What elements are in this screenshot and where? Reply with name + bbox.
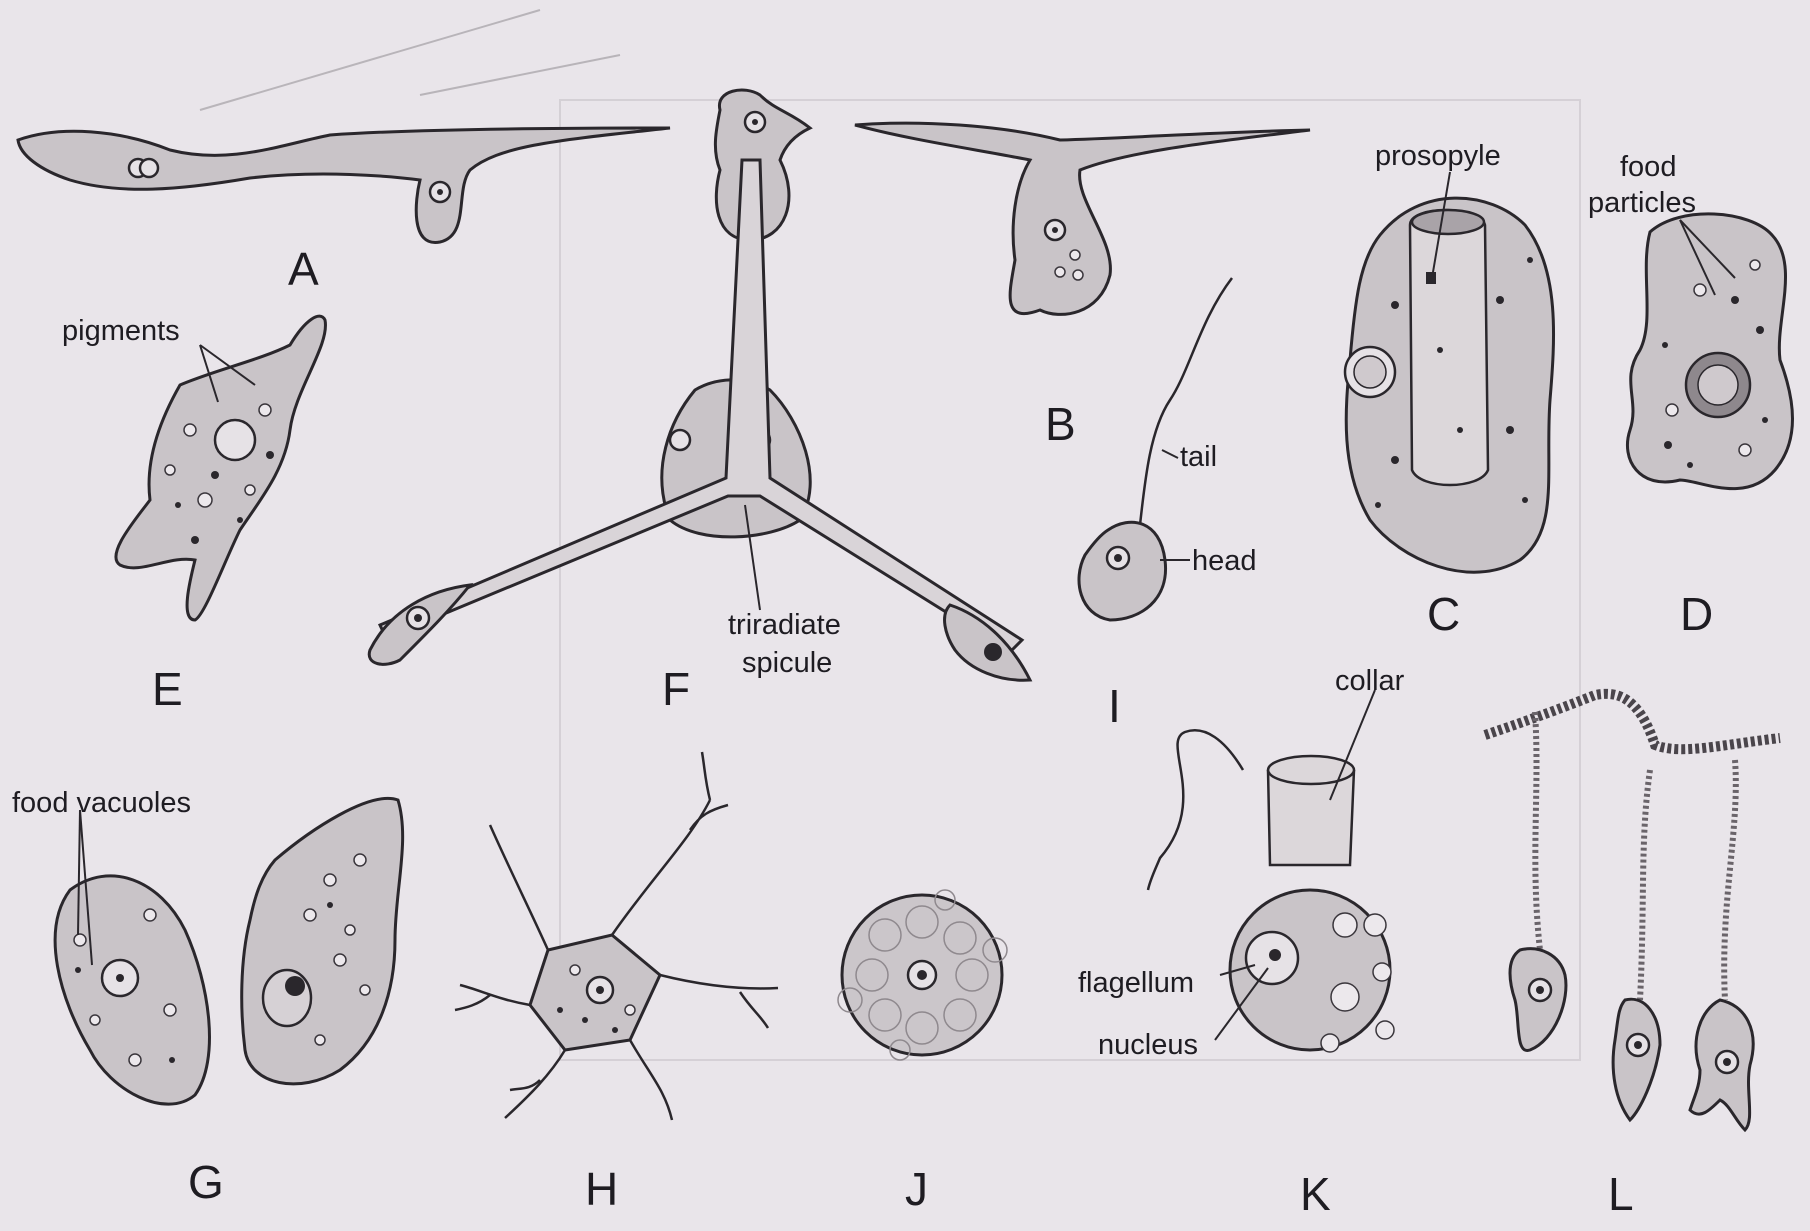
figure-letter-c: C	[1427, 588, 1460, 640]
cell-e-chromocyte	[116, 316, 326, 620]
figure-letter-a: A	[288, 243, 319, 295]
label-food-particles-line1: food	[1620, 151, 1676, 183]
label-nucleus: nucleus	[1098, 1029, 1198, 1061]
cell-d-archaeocyte	[1627, 214, 1792, 489]
figure-letter-i: I	[1108, 680, 1121, 732]
label-food-particles-line2: particles	[1588, 187, 1696, 219]
figure-letter-b: B	[1045, 398, 1076, 450]
figure-letter-j: J	[905, 1163, 928, 1215]
label-food-vacuoles: food vacuoles	[12, 787, 191, 819]
figure-letter-k: K	[1300, 1168, 1331, 1220]
cell-k-choanocyte	[1148, 730, 1394, 1052]
cell-l-fibre-cells	[1485, 694, 1780, 1130]
cell-g-amoebocytes	[55, 798, 402, 1104]
figure-letter-g: G	[188, 1156, 224, 1208]
label-triradiate-line1: triradiate	[728, 609, 841, 641]
label-head: head	[1192, 545, 1257, 577]
figure-letter-e: E	[152, 663, 183, 715]
tail-pointer	[1162, 450, 1178, 458]
label-pigments: pigments	[62, 315, 180, 347]
cell-h-collencyte	[455, 752, 778, 1120]
label-flagellum: flagellum	[1078, 967, 1194, 999]
label-triradiate-line2: spicule	[742, 647, 832, 679]
cell-c-porocyte	[1345, 198, 1554, 572]
figure-letter-d: D	[1680, 588, 1713, 640]
label-tail: tail	[1180, 441, 1217, 473]
cell-j-ovum	[838, 890, 1007, 1060]
figure-letter-h: H	[585, 1163, 618, 1215]
cell-b-pinacocyte	[855, 123, 1310, 314]
cell-a-pinacocyte	[18, 128, 670, 243]
prosopyle-marker	[1426, 272, 1436, 284]
cell-f-scleroblast-spicule	[369, 90, 1030, 680]
figure-letter-f: F	[662, 663, 690, 715]
label-collar: collar	[1335, 665, 1405, 697]
label-prosopyle: prosopyle	[1375, 140, 1501, 172]
figure-letter-l: L	[1608, 1168, 1634, 1220]
